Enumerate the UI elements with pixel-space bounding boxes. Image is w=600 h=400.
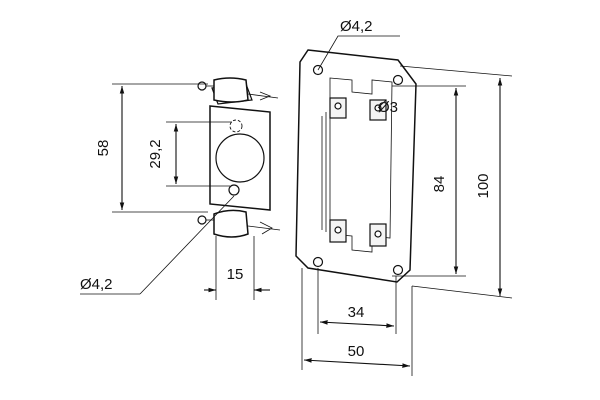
dimension-15-label: 15 — [227, 266, 244, 283]
hole-diameter-left-label: Ø4,2 — [80, 276, 113, 293]
mounting-plate — [295, 49, 417, 283]
dimension-29-2-label: 29,2 — [147, 139, 164, 168]
mounting-block — [197, 77, 281, 238]
bracket-hole — [334, 226, 342, 234]
plate-hole-top-right — [392, 74, 404, 86]
dimension-84-label: 84 — [431, 176, 448, 193]
hole-diameter-small-label: Ø3 — [378, 99, 398, 116]
dimension-50-label: 50 — [348, 343, 365, 360]
plate-hole-bottom-right — [392, 264, 404, 276]
top-clip-pin — [197, 81, 207, 91]
hole-diameter-top-label: Ø4,2 — [340, 18, 373, 35]
dimension-58-label: 58 — [95, 140, 112, 157]
plate-hole-bottom-left — [312, 256, 324, 268]
bracket-hole — [374, 230, 382, 238]
dimension-34-label: 34 — [348, 304, 365, 321]
center-bore — [215, 133, 265, 183]
dimension-100-label: 100 — [475, 173, 492, 198]
bottom-clip-pin — [197, 215, 207, 225]
block-screw-hole — [228, 184, 240, 196]
bracket-hole — [334, 102, 342, 110]
